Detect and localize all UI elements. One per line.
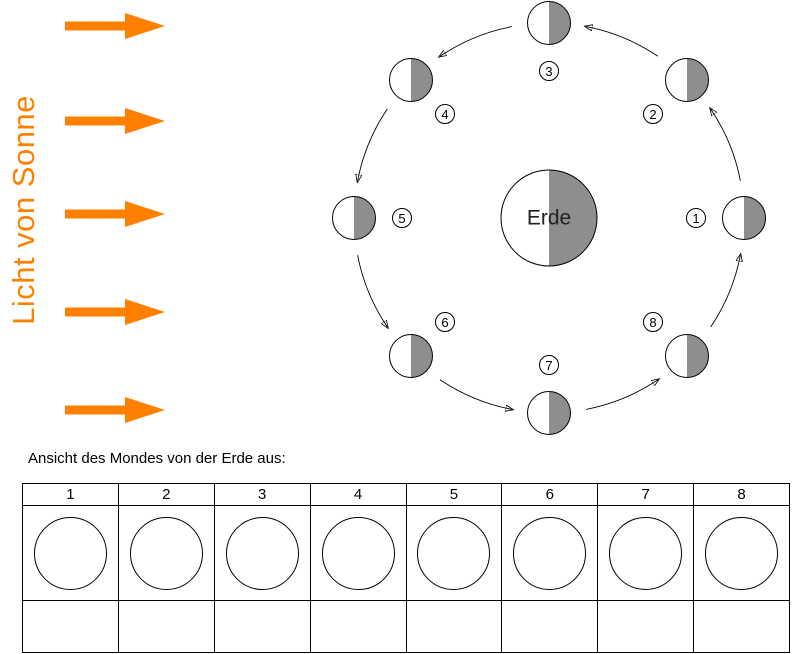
orbit-arrow-2-3 [586, 27, 659, 57]
empty-moon-circle-5 [417, 516, 491, 590]
answer-cell-5 [405, 505, 503, 601]
position-number-badge-6: 6 [435, 312, 455, 332]
moon-position-4 [389, 58, 433, 102]
blank-cell-5 [405, 600, 503, 653]
empty-moon-circle-1 [33, 516, 107, 590]
empty-moon-circle-3 [225, 516, 299, 590]
answer-blank-row [22, 600, 790, 653]
moon-position-5 [332, 196, 376, 240]
moon-position-7 [527, 391, 571, 435]
blank-cell-4 [309, 600, 407, 653]
orbit-arrow-6-7 [439, 379, 512, 410]
sun-ray-arrow [65, 299, 165, 325]
answer-cell-7 [597, 505, 695, 601]
answer-col-header-4: 4 [309, 483, 407, 506]
blank-cell-6 [501, 600, 599, 653]
empty-moon-circle-2 [129, 516, 203, 590]
position-number-badge-8: 8 [643, 312, 663, 332]
sun-ray-arrow [65, 108, 165, 134]
earth-label: Erde [526, 206, 572, 229]
answer-cell-8 [693, 505, 790, 601]
empty-moon-circle-6 [513, 516, 587, 590]
orbit-arrow-5-6 [357, 255, 388, 327]
answer-cell-3 [213, 505, 311, 601]
position-number-badge-3: 3 [539, 61, 559, 81]
moon-position-8 [665, 334, 709, 378]
answer-col-header-8: 8 [693, 483, 790, 506]
position-number-badge-5: 5 [392, 208, 412, 228]
sun-ray-arrow [65, 201, 165, 227]
answer-cell-2 [117, 505, 215, 601]
answer-table-header-row: 1 2 3 4 5 6 7 8 [22, 483, 790, 506]
answer-col-header-2: 2 [117, 483, 215, 506]
sun-ray-arrow [65, 397, 165, 423]
blank-cell-8 [693, 600, 790, 653]
blank-cell-3 [213, 600, 311, 653]
orbit-arrow-4-5 [358, 108, 388, 181]
empty-moon-circle-4 [321, 516, 395, 590]
answer-col-header-3: 3 [213, 483, 311, 506]
empty-moon-circle-8 [705, 516, 779, 590]
empty-moon-circle-7 [609, 516, 683, 590]
answer-table: 1 2 3 4 5 6 7 8 [22, 483, 790, 653]
answer-col-header-7: 7 [597, 483, 695, 506]
blank-cell-7 [597, 600, 695, 653]
moon-position-1 [722, 196, 766, 240]
blank-cell-1 [22, 600, 119, 653]
answer-col-header-1: 1 [22, 483, 119, 506]
sunlight-label: Licht von Sonne [6, 95, 41, 325]
orbit-arrow-1-2 [711, 109, 741, 181]
position-number-badge-1: 1 [686, 208, 706, 228]
orbit-arrow-3-4 [440, 26, 512, 57]
orbit-arrow-7-8 [586, 380, 658, 410]
answer-cell-6 [501, 505, 599, 601]
moon-position-3 [527, 1, 571, 45]
answer-caption: Ansicht des Mondes von der Erde aus: [28, 450, 286, 467]
position-number-badge-4: 4 [435, 104, 455, 124]
moon-position-2 [665, 58, 709, 102]
answer-cell-4 [309, 505, 407, 601]
blank-cell-2 [117, 600, 215, 653]
earth: Erde [500, 169, 598, 267]
orbit-arrow-8-1 [710, 255, 741, 328]
answer-col-header-6: 6 [501, 483, 599, 506]
position-number-badge-2: 2 [643, 104, 663, 124]
answer-col-header-5: 5 [405, 483, 503, 506]
position-number-badge-7: 7 [539, 355, 559, 375]
moon-position-6 [389, 334, 433, 378]
answer-cell-1 [22, 505, 119, 601]
sun-ray-arrow [65, 13, 165, 39]
answer-circle-row [22, 505, 790, 601]
